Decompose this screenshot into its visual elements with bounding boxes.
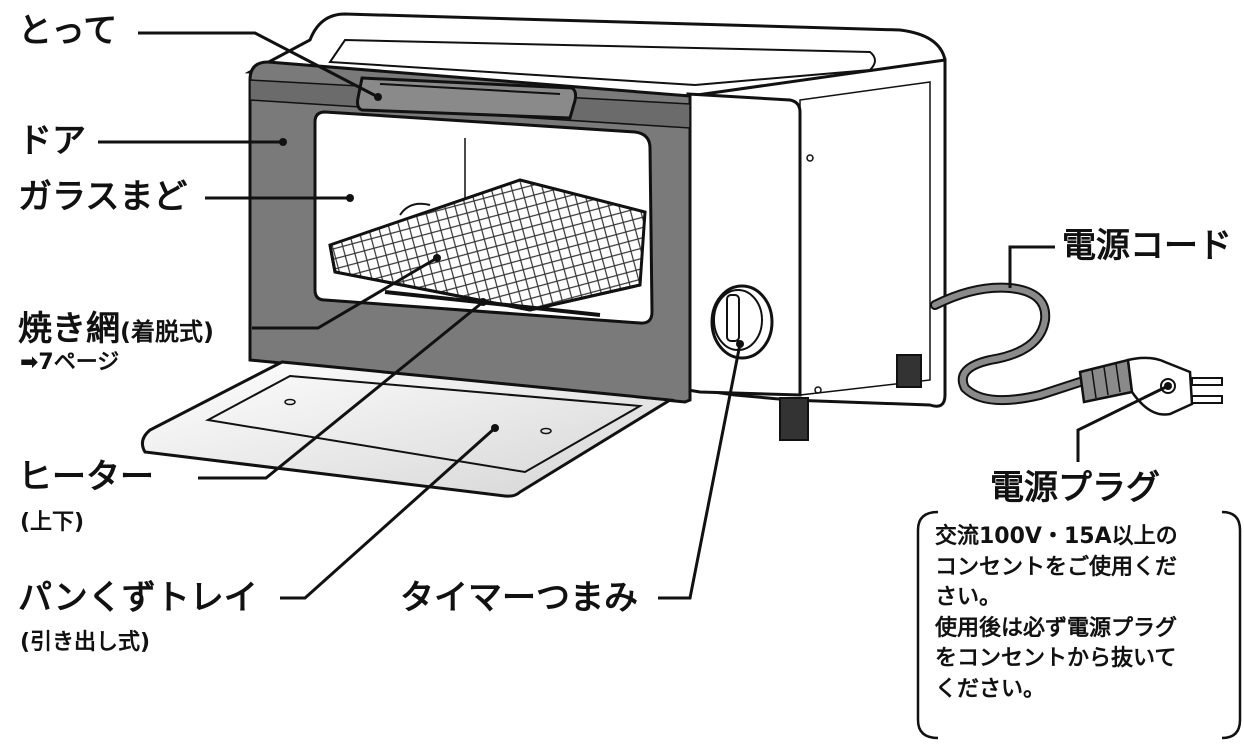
foot — [779, 397, 809, 441]
timer-knob — [710, 284, 774, 360]
label-rack: 焼き網(着脱式) — [18, 312, 214, 346]
label-timer-knob: タイマーつまみ — [400, 578, 638, 618]
label-heater: ヒーター — [18, 457, 154, 497]
heater-rod — [384, 290, 601, 317]
label-heater-position: (上下) — [20, 510, 85, 535]
label-power-cord: 電源コード — [1062, 226, 1232, 266]
note-bracket-left — [916, 510, 939, 740]
oven-top-panel — [328, 38, 876, 87]
plug-usage-note: 交流100V・15A以上の コンセントをご使用くだ さい。 使用後は必ず電源プラ… — [935, 524, 1178, 702]
label-rack-name: 焼き網 — [18, 309, 120, 349]
power-plug — [1078, 356, 1223, 416]
crumb-tray — [140, 360, 675, 498]
label-handle: とって — [18, 11, 118, 51]
label-crumb-tray-note: (引き出し式) — [20, 630, 151, 655]
label-crumb-tray: パンくずトレイ — [18, 578, 258, 618]
foot — [896, 354, 922, 388]
label-rack-detached: (着脱式) — [120, 318, 214, 346]
power-cord — [930, 282, 1085, 406]
note-bracket-right — [1221, 510, 1242, 740]
label-rack-page-ref: ➡7ページ — [20, 350, 120, 375]
label-power-plug: 電源プラグ — [990, 468, 1160, 508]
label-glass-door: ガラスまど — [18, 177, 188, 217]
door-handle — [356, 76, 578, 120]
leader-lines — [98, 31, 1169, 600]
label-door: ドア — [18, 121, 86, 161]
